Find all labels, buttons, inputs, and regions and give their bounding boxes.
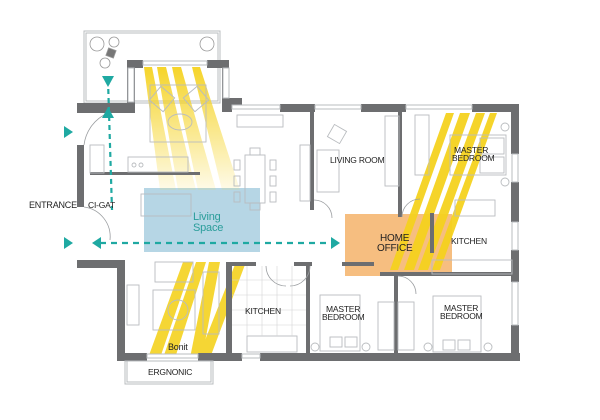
label-home-office-line2: OFFICE [377,243,413,254]
label-closet: CI-GAT [88,200,115,210]
furniture [89,84,513,353]
arrow-up-icon [102,107,114,118]
arrow-left-icon [92,237,101,249]
arrow-right-icon [64,126,73,138]
balcony-plants [89,36,215,69]
label-master-bedroom-top-line2: BEDROOM [452,153,495,163]
label-master-bedroom-right-line1: MASTER [444,303,479,313]
windows [127,60,519,359]
arrow-down-icon [102,76,114,87]
label-living-space-line1: Living [193,211,221,223]
label-master-bedroom-mid-line1: MASTER [326,304,361,314]
label-kitchen-right: KITCHEN [451,236,487,246]
label-master-bedroom-mid-line2: BEDROOM [322,312,365,322]
label-ergnonic: ERGNONIC [148,367,193,377]
arrow-right-icon [331,237,340,249]
balcony-bottom [124,360,214,385]
label-kitchen-bottom: KITCHEN [245,306,281,316]
circulation-arrows [64,76,340,249]
label-living-room: LIVING ROOM [330,155,385,165]
label-living-space-line2: Space [193,222,224,234]
label-master-bedroom-right-line2: BEDROOM [440,311,483,321]
tile-grid [232,266,306,336]
label-entrance: ENTRANCE [29,200,77,210]
label-master-bedroom-top-line1: MASTER [454,145,489,155]
arrow-right-icon [64,237,73,249]
label-home-office-line1: HOME [380,233,410,244]
living-space-zone [144,188,260,252]
sunlight-rays-bedroom [390,113,497,270]
label-bonit: Bonit [168,342,188,352]
